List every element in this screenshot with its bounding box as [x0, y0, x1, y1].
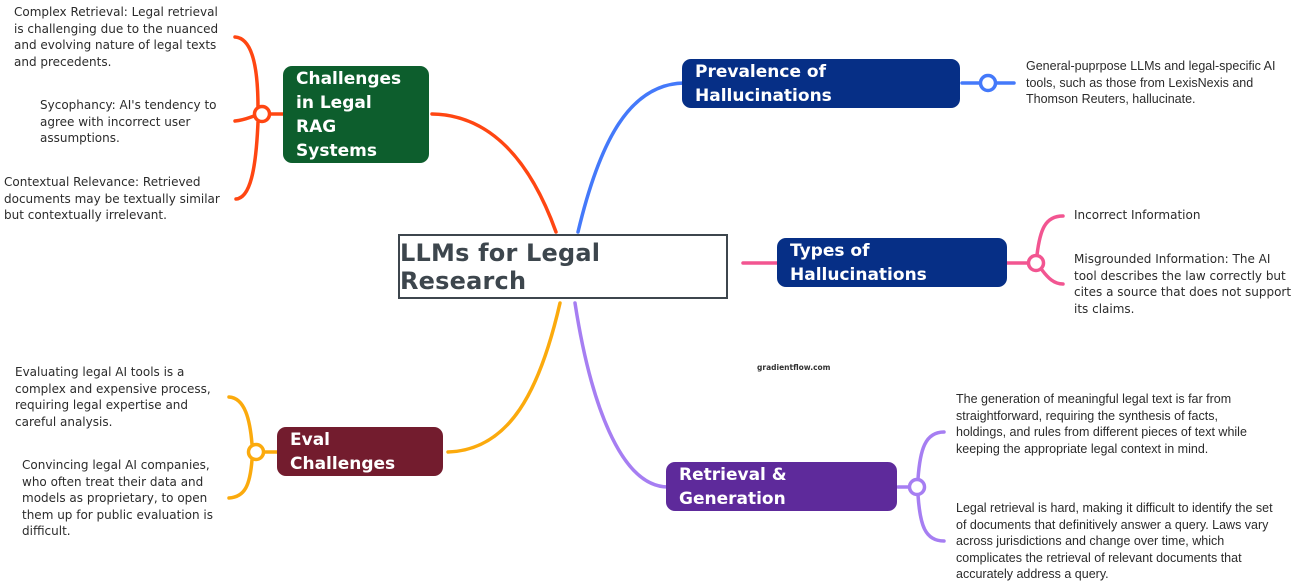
connector-types-leaf-1 — [1035, 214, 1065, 257]
topic-label: Types of Hallucinations — [790, 240, 927, 285]
junction-circle-challenges[interactable] — [252, 104, 272, 124]
leaf-incorrect-information[interactable]: Incorrect Information — [1074, 208, 1201, 222]
connector-prevalence — [576, 81, 686, 234]
topic-label: Challenges in Legal RAG Systems — [296, 68, 402, 161]
leaf-legal-retrieval-hard[interactable]: Legal retrieval is hard, making it diffi… — [956, 501, 1273, 582]
junction-circle-retrieval[interactable] — [907, 477, 927, 497]
leaf-complex-retrieval[interactable]: Complex Retrieval: Legal retrieval is ch… — [14, 5, 219, 69]
junction-circle-prevalence[interactable] — [978, 73, 998, 93]
topic-challenges-in-legal-rag[interactable]: Challenges in Legal RAG Systems — [283, 66, 429, 163]
central-topic[interactable]: LLMs for Legal Research — [398, 234, 728, 299]
topic-prevalence-of-hallucinations[interactable]: Prevalence of Hallucinations — [682, 59, 960, 108]
topic-types-of-hallucinations[interactable]: Types of Hallucinations — [777, 238, 1007, 287]
connector-challenges — [430, 112, 558, 234]
connector-eval-leaf-1 — [227, 395, 254, 446]
topic-label: Eval Challenges — [290, 429, 396, 474]
leaf-eval-complex-expensive[interactable]: Evaluating legal AI tools is a complex a… — [15, 365, 211, 429]
connector-eval-leaf-2 — [227, 458, 254, 500]
watermark: gradientflow.com — [757, 363, 831, 372]
leaf-contextual-relevance[interactable]: Contextual Relevance: Retrieved document… — [4, 175, 220, 223]
connector-challenges-leaf-2 — [233, 114, 256, 123]
central-topic-label: LLMs for Legal Research — [400, 238, 601, 295]
connector-challenges-leaf-1 — [233, 35, 260, 110]
leaf-prevalence-general[interactable]: General-puprpose LLMs and legal-specific… — [1026, 59, 1276, 107]
topic-eval-challenges[interactable]: Eval Challenges — [277, 427, 443, 476]
topic-label: Prevalence of Hallucinations — [695, 61, 832, 106]
connector-retrieval-leaf-2 — [916, 493, 946, 543]
junction-circle-types[interactable] — [1026, 253, 1046, 273]
connector-types-leaf-2 — [1040, 268, 1065, 286]
topic-retrieval-and-generation[interactable]: Retrieval & Generation — [666, 462, 897, 511]
leaf-misgrounded-information[interactable]: Misgrounded Information: The AI tool des… — [1074, 252, 1292, 316]
connector-retrieval — [573, 301, 670, 489]
leaf-eval-convincing-companies[interactable]: Convincing legal AI companies, who often… — [22, 458, 213, 539]
junction-circle-eval[interactable] — [246, 442, 266, 462]
topic-label: Retrieval & Generation — [679, 464, 787, 509]
leaf-sycophancy[interactable]: Sycophancy: AI's tendency to agree with … — [40, 98, 217, 146]
leaf-generation-meaningful-text[interactable]: The generation of meaningful legal text … — [956, 392, 1247, 456]
connector-eval — [446, 301, 562, 454]
connector-challenges-leaf-3 — [234, 120, 260, 201]
connector-retrieval-leaf-1 — [916, 430, 946, 481]
